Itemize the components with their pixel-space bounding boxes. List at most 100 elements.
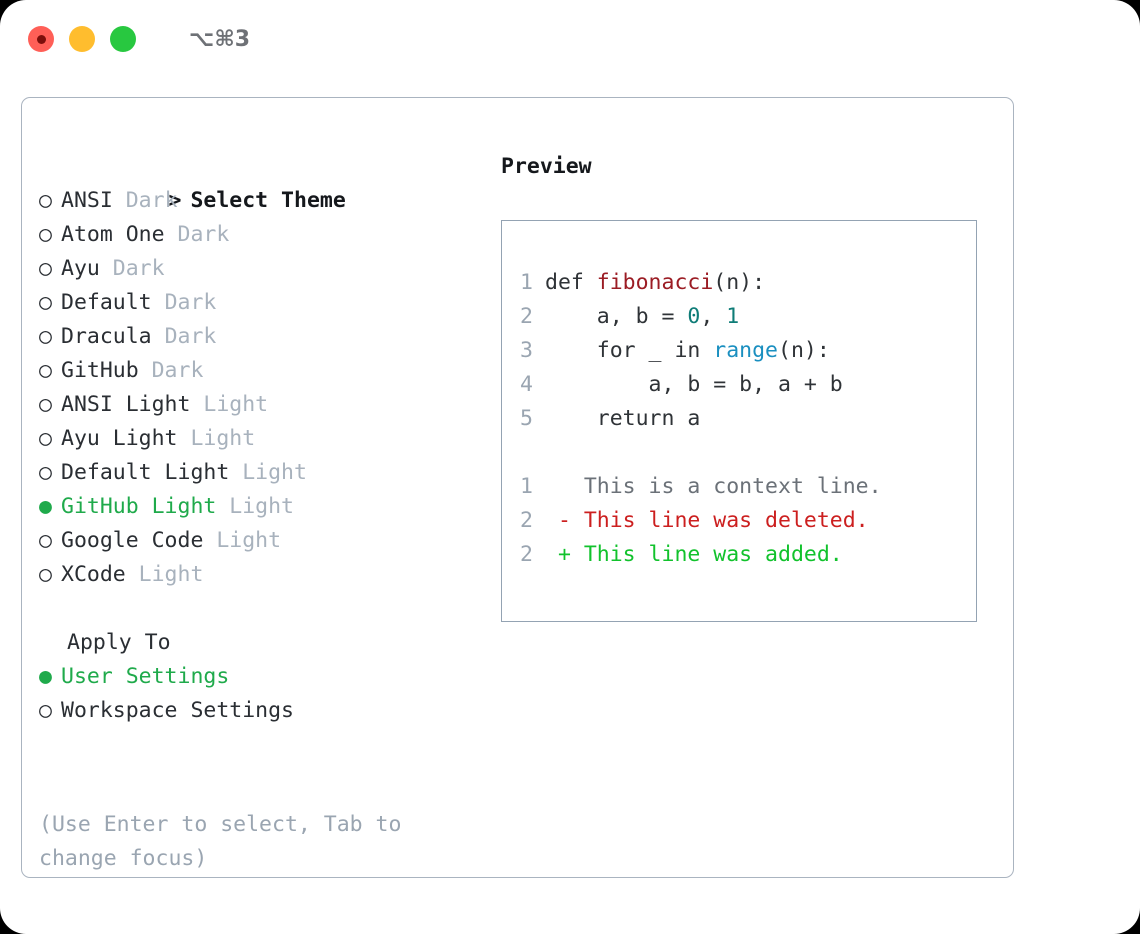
radio-unselected-icon[interactable]: ○ (39, 460, 52, 485)
cursor-caret-icon: > (168, 188, 182, 213)
preview-section-gap (520, 436, 970, 470)
theme-variant-tag: Dark (164, 290, 217, 315)
radio-unselected-icon[interactable]: ○ (39, 324, 52, 349)
theme-list: ○ ANSI Dark ○ Atom One Dark ○ Ayu Dark ○ Defaul… (39, 184, 479, 592)
line-number: 1 (520, 474, 533, 499)
theme-variant-tag: Dark (125, 188, 178, 213)
radio-unselected-icon[interactable]: ○ (39, 222, 52, 247)
theme-list-item[interactable]: ○ Default Light Light (39, 456, 479, 490)
radio-unselected-icon[interactable]: ○ (39, 188, 52, 213)
code-token: return a (545, 406, 701, 431)
line-number: 4 (520, 372, 533, 397)
theme-list-item[interactable]: ○ ANSI Light Light (39, 388, 479, 422)
code-token: 1 (726, 304, 740, 329)
theme-variant-tag: Light (138, 562, 204, 587)
apply-to-item[interactable]: ● User Settings (39, 660, 479, 694)
theme-list-item[interactable]: ○ ANSI Dark (39, 184, 479, 218)
line-number: 2 (520, 304, 533, 329)
theme-selector-column: > Select Theme ○ ANSI Dark ○ Atom One Dark ○ A… (39, 150, 479, 728)
theme-list-item[interactable]: ○ Ayu Light Light (39, 422, 479, 456)
theme-list-item[interactable]: ○ Google Code Light (39, 524, 479, 558)
code-line: 3 for _ in range(n): (520, 334, 970, 368)
list-spacer (39, 592, 479, 626)
code-token: fibonacci (596, 270, 714, 295)
theme-list-item[interactable]: ○ Default Dark (39, 286, 479, 320)
radio-unselected-icon[interactable]: ○ (39, 426, 52, 451)
line-number: 2 (520, 508, 533, 533)
theme-list-item[interactable]: ○GitHub Dark (39, 354, 479, 388)
code-token: for _ in (545, 338, 714, 363)
radio-unselected-icon[interactable]: ○ (39, 256, 52, 281)
minimize-window-button[interactable] (69, 26, 95, 52)
code-token: def (545, 270, 597, 295)
theme-name-label: ANSI (61, 188, 126, 213)
code-token: 0 (687, 304, 701, 329)
diff-line: 2 - This line was deleted. (520, 504, 970, 538)
theme-name-label: GitHub Light (61, 494, 230, 519)
theme-variant-tag: Dark (177, 222, 230, 247)
keyboard-hint-text: (Use Enter to select, Tab to change focu… (39, 812, 402, 871)
line-number: 2 (520, 542, 533, 567)
code-token: (n): (713, 270, 766, 295)
theme-name-label: Atom One (61, 222, 178, 247)
code-token: a, b = (545, 304, 688, 329)
theme-name-label: Dracula (61, 324, 165, 349)
maximize-window-button[interactable] (110, 26, 136, 52)
theme-name-label: Google Code (61, 528, 217, 553)
diff-line-text: + This line was added. (545, 542, 843, 567)
theme-variant-tag: Dark (151, 358, 204, 383)
theme-name-label: Ayu Light (61, 426, 191, 451)
theme-list-item[interactable]: ○ XCode Light (39, 558, 479, 592)
theme-list-item[interactable]: ○ Ayu Dark (39, 252, 479, 286)
theme-name-label: ANSI Light (61, 392, 204, 417)
apply-to-label: User Settings (61, 664, 230, 689)
theme-list-item[interactable]: ● GitHub Light Light (39, 490, 479, 524)
diff-line-text: - This line was deleted. (545, 508, 869, 533)
theme-list-item[interactable]: ○ Atom One Dark (39, 218, 479, 252)
line-number: 1 (520, 270, 533, 295)
theme-list-item[interactable]: ○ Dracula Dark (39, 320, 479, 354)
theme-variant-tag: Light (190, 426, 256, 451)
radio-unselected-icon[interactable]: ○ (39, 392, 52, 417)
select-theme-heading: > Select Theme (39, 150, 479, 213)
close-window-button[interactable] (28, 26, 54, 52)
radio-unselected-icon[interactable]: ○ (39, 358, 52, 383)
apply-to-label: Workspace Settings (61, 698, 294, 723)
code-token: a, b = b, a + b (545, 372, 843, 397)
line-number: 5 (520, 406, 533, 431)
line-number: 3 (520, 338, 533, 363)
theme-variant-tag: Light (203, 392, 269, 417)
code-line: 1 def fibonacci(n): (520, 266, 970, 300)
code-token: , (700, 304, 727, 329)
code-token: range (713, 338, 779, 363)
theme-variant-tag: Dark (112, 256, 165, 281)
theme-variant-tag: Dark (164, 324, 217, 349)
select-theme-heading-label: Select Theme (190, 188, 346, 213)
theme-variant-tag: Light (229, 494, 295, 519)
apply-to-list: ● User Settings ○ Workspace Settings (39, 660, 479, 728)
radio-selected-icon[interactable]: ● (39, 664, 52, 689)
code-line: 2 a, b = 0, 1 (520, 300, 970, 334)
title-bar: ⌥⌘3 (0, 0, 1140, 78)
diff-line: 2 + This line was added. (520, 538, 970, 572)
theme-name-label: XCode (61, 562, 139, 587)
theme-name-label: Ayu (61, 256, 113, 281)
radio-unselected-icon[interactable]: ○ (39, 562, 52, 587)
theme-variant-tag: Light (242, 460, 307, 485)
theme-name-label: Default Light (61, 460, 243, 485)
radio-unselected-icon[interactable]: ○ (39, 698, 52, 723)
apply-to-heading: Apply To (67, 630, 171, 655)
theme-variant-tag: Light (216, 528, 282, 553)
theme-name-label: Default (61, 290, 165, 315)
window-title: ⌥⌘3 (189, 26, 251, 52)
code-line: 5 return a (520, 402, 970, 436)
radio-unselected-icon[interactable]: ○ (39, 528, 52, 553)
apply-to-item[interactable]: ○ Workspace Settings (39, 694, 479, 728)
code-line: 4 a, b = b, a + b (520, 368, 970, 402)
radio-selected-icon[interactable]: ● (39, 494, 52, 519)
radio-unselected-icon[interactable]: ○ (39, 290, 52, 315)
